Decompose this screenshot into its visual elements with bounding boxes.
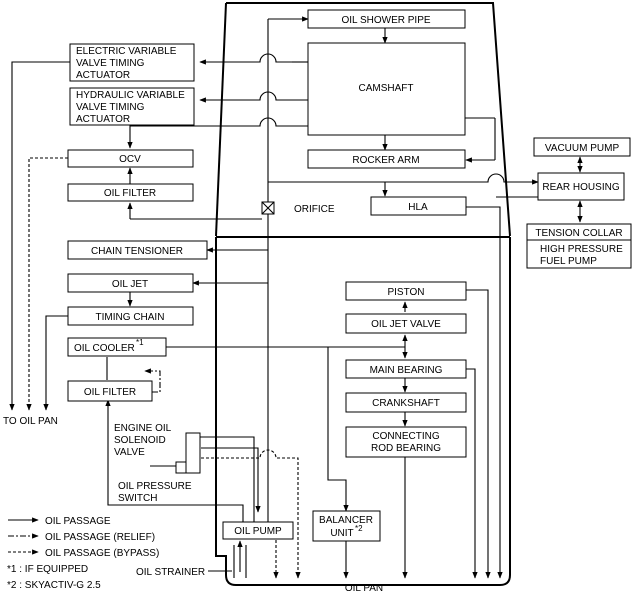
pressure-switch-line-2: SWITCH (118, 493, 157, 504)
camshaft-label: CAMSHAFT (359, 83, 414, 94)
hp-fuel-pump-line-2: FUEL PUMP (540, 256, 597, 267)
timing-chain-label: TIMING CHAIN (96, 312, 165, 323)
cylinder-head-outline (226, 2, 511, 237)
oil-pump-label: OIL PUMP (234, 526, 282, 537)
oil-cooler-box: OIL COOLER *1 (67, 337, 167, 357)
oil-cooler-label: OIL COOLER (74, 343, 135, 354)
oil-pressure-switch: OIL PRESSURE SWITCH (118, 481, 192, 504)
piston-label: PISTON (387, 287, 424, 298)
solenoid-feed-main (201, 447, 261, 513)
rear-housing-box: REAR HOUSING (537, 172, 625, 201)
ocv-bypass (26, 157, 68, 411)
evvt-line-2: VALVE TIMING (76, 58, 145, 69)
orifice-label: ORIFICE (294, 204, 335, 215)
oil-jet-valve-box: OIL JET VALVE (345, 313, 467, 334)
solenoid-line-1: ENGINE OIL (114, 423, 172, 434)
hop-1 (199, 53, 292, 65)
rocker-arm-label: ROCKER ARM (352, 155, 419, 166)
oil-jet-valve-label: OIL JET VALVE (371, 319, 441, 330)
main-bearing-box: MAIN BEARING (345, 359, 467, 379)
ocv-label: OCV (119, 154, 141, 165)
oil-strainer-label: OIL STRAINER (136, 567, 205, 578)
piston-box: PISTON (345, 281, 467, 301)
legend: OIL PASSAGE OIL PASSAGE (RELIEF) OIL PAS… (7, 516, 159, 591)
tension-collar-label: TENSION COLLAR (535, 228, 622, 239)
oil-pan-label: OIL PAN (345, 583, 383, 594)
strainer-pipe (233, 545, 247, 578)
vacuum-pump-label: VACUUM PUMP (545, 143, 620, 154)
oil-shower-pipe-label: OIL SHOWER PIPE (341, 15, 430, 26)
timing-chain-box: TIMING CHAIN (67, 306, 194, 326)
rear-housing-label: REAR HOUSING (542, 182, 619, 193)
legend-oil-passage-bypass: OIL PASSAGE (BYPASS) (45, 548, 159, 559)
hla-to-pan (496, 206, 503, 579)
rocker-arm-box: ROCKER ARM (307, 149, 466, 169)
solenoid-bypass (201, 449, 301, 579)
crankshaft-label: CRANKSHAFT (372, 398, 440, 409)
to-oil-pan-label: TO OIL PAN (3, 416, 58, 427)
rear-housing-feed (385, 173, 539, 185)
solenoid-line-3: VALVE (114, 447, 145, 458)
oil-jet-box: OIL JET (67, 273, 194, 293)
evvt-to-oil-pan (9, 61, 70, 411)
oil-filter-lower-label: OIL FILTER (84, 387, 136, 398)
hvvt-line-3: ACTUATOR (76, 114, 130, 125)
hla-box: HLA (370, 196, 467, 216)
evvt-line-1: ELECTRIC VARIABLE (76, 46, 177, 57)
oil-jet-label: OIL JET (112, 279, 148, 290)
legend-note-2: *2 : SKYACTIV-G 2.5 (7, 580, 101, 591)
hvvt-line-2: VALVE TIMING (76, 102, 145, 113)
engine-oil-solenoid-valve: ENGINE OIL SOLENOID VALVE (114, 423, 201, 474)
filter-relief (144, 368, 161, 393)
hvvt-actuator-box: HYDRAULIC VARIABLE VALVE TIMING ACTUATOR (69, 87, 195, 126)
tension-collar-box: TENSION COLLAR HIGH PRESSURE FUEL PUMP (526, 223, 632, 269)
oil-filter-lower-box: OIL FILTER (67, 380, 153, 402)
vacuum-pump-box: VACUUM PUMP (533, 137, 631, 157)
balancer-line-2: UNIT (330, 528, 353, 539)
connecting-rod-bearing-box: CONNECTING ROD BEARING (345, 426, 467, 458)
timing-chain-to-pan (43, 315, 68, 411)
pressure-switch-line-1: OIL PRESSURE (118, 481, 192, 492)
oil-filter-upper-box: OIL FILTER (67, 183, 194, 202)
piston-to-pan (466, 289, 491, 579)
balancer-note: *2 (355, 524, 363, 533)
main-bearing-to-pan (466, 368, 478, 579)
hvvt-line-1: HYDRAULIC VARIABLE (76, 90, 185, 101)
main-bearing-label: MAIN BEARING (370, 365, 443, 376)
hla-label: HLA (408, 202, 428, 213)
cylinder-block-outline (215, 237, 511, 586)
oil-shower-pipe-box: OIL SHOWER PIPE (307, 9, 466, 29)
ocv-box: OCV (67, 149, 194, 168)
rod-bearing-line-2: ROD BEARING (371, 443, 441, 454)
cooler-to-balancer (327, 347, 349, 512)
orifice-symbol: ORIFICE (261, 201, 335, 215)
head-left-wall (215, 2, 227, 237)
evvt-line-3: ACTUATOR (76, 70, 130, 81)
chain-tensioner-box: CHAIN TENSIONER (67, 240, 208, 260)
oil-pump-box: OIL PUMP (222, 521, 294, 540)
legend-note-1: *1 : IF EQUIPPED (7, 564, 88, 575)
hop-3 (127, 117, 308, 149)
oil-filter-upper-label: OIL FILTER (104, 188, 156, 199)
balancer-line-1: BALANCER (319, 515, 373, 526)
balancer-unit-box: BALANCER UNIT *2 (312, 510, 381, 542)
pump-to-solenoid (200, 436, 255, 522)
pump-to-filter (105, 399, 244, 522)
legend-oil-passage-relief: OIL PASSAGE (RELIEF) (45, 532, 155, 543)
evvt-actuator-box: ELECTRIC VARIABLE VALVE TIMING ACTUATOR (69, 43, 195, 82)
rod-bearing-line-1: CONNECTING (372, 431, 439, 442)
solenoid-line-2: SOLENOID (114, 435, 166, 446)
camshaft-box: CAMSHAFT (307, 42, 466, 136)
oil-cooler-note: *1 (136, 338, 144, 347)
chain-tensioner-label: CHAIN TENSIONER (91, 246, 183, 257)
legend-oil-passage: OIL PASSAGE (45, 516, 111, 527)
crankshaft-box: CRANKSHAFT (345, 392, 467, 413)
hop-2 (199, 91, 308, 103)
hp-fuel-pump-line-1: HIGH PRESSURE (540, 244, 623, 255)
